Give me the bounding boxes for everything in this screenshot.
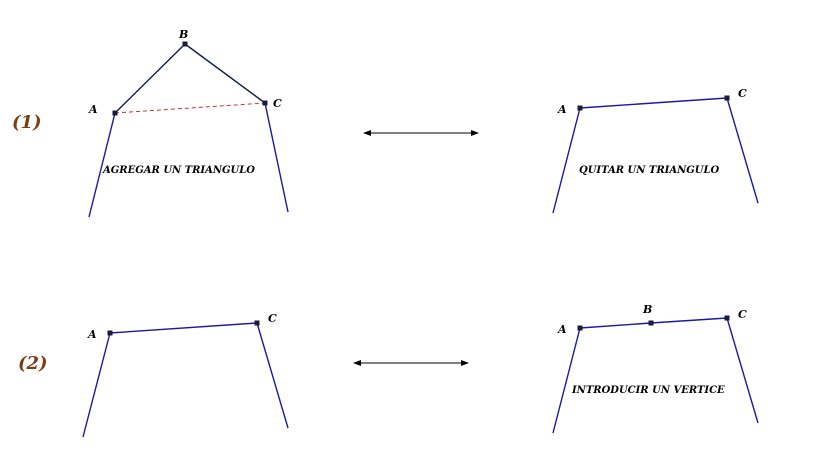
polygon-edge-left	[82, 332, 111, 438]
panel-remove-triangle: A C QUITAR UN TRIANGULO	[552, 87, 759, 214]
vertex-a	[577, 325, 583, 331]
vertex-label-a: A	[87, 328, 97, 341]
vertex-c	[724, 95, 730, 101]
vertex-c	[254, 320, 260, 326]
polygon-edge-right	[726, 317, 759, 424]
polygon-edge-right	[256, 322, 289, 429]
vertex-c	[724, 315, 730, 321]
panel-segment-ac: A C	[82, 312, 289, 438]
triangle-edge-bc	[184, 43, 266, 104]
polygon-edge-left	[552, 107, 581, 214]
vertex-label-c: C	[738, 308, 747, 321]
vertex-label-a: A	[88, 103, 98, 116]
vertex-label-b: B	[178, 28, 188, 41]
polygon-edge-right	[726, 97, 759, 204]
vertex-label-c: C	[738, 87, 747, 100]
vertex-label-c: C	[273, 97, 282, 110]
panel-introduce-vertex: A B C INTRODUCIR UN VERTICE	[552, 303, 759, 434]
caption-remove-triangle: QUITAR UN TRIANGULO	[579, 165, 720, 176]
vertex-a	[577, 105, 583, 111]
polygon-edge-left	[88, 112, 116, 218]
step-label-1: (1)	[12, 112, 42, 133]
polygon-edge-ac	[579, 97, 728, 109]
triangle-edge-ab	[114, 43, 186, 114]
polygon-edge-ab	[579, 322, 652, 329]
vertex-a	[112, 110, 118, 116]
caption-introduce-vertex: INTRODUCIR UN VERTICE	[571, 385, 725, 396]
polygon-edge-left	[552, 327, 581, 434]
vertex-label-b: B	[642, 303, 652, 316]
vertex-c	[262, 100, 268, 106]
vertex-a	[107, 330, 113, 336]
polygon-edge-ac	[109, 322, 258, 334]
step-label-2: (2)	[18, 353, 48, 374]
caption-add-triangle: AGREGAR UN TRIANGULO	[102, 165, 255, 176]
polygon-edge-right	[264, 102, 289, 213]
removed-edge-ac-dashed	[114, 102, 266, 114]
vertex-label-c: C	[268, 312, 277, 325]
vertex-label-a: A	[557, 323, 567, 336]
vertex-b	[648, 320, 654, 326]
panel-add-triangle: A B C AGREGAR UN TRIANGULO	[88, 28, 289, 218]
vertex-b	[182, 41, 188, 47]
polygon-edge-bc	[650, 317, 728, 324]
vertex-label-a: A	[557, 103, 567, 116]
